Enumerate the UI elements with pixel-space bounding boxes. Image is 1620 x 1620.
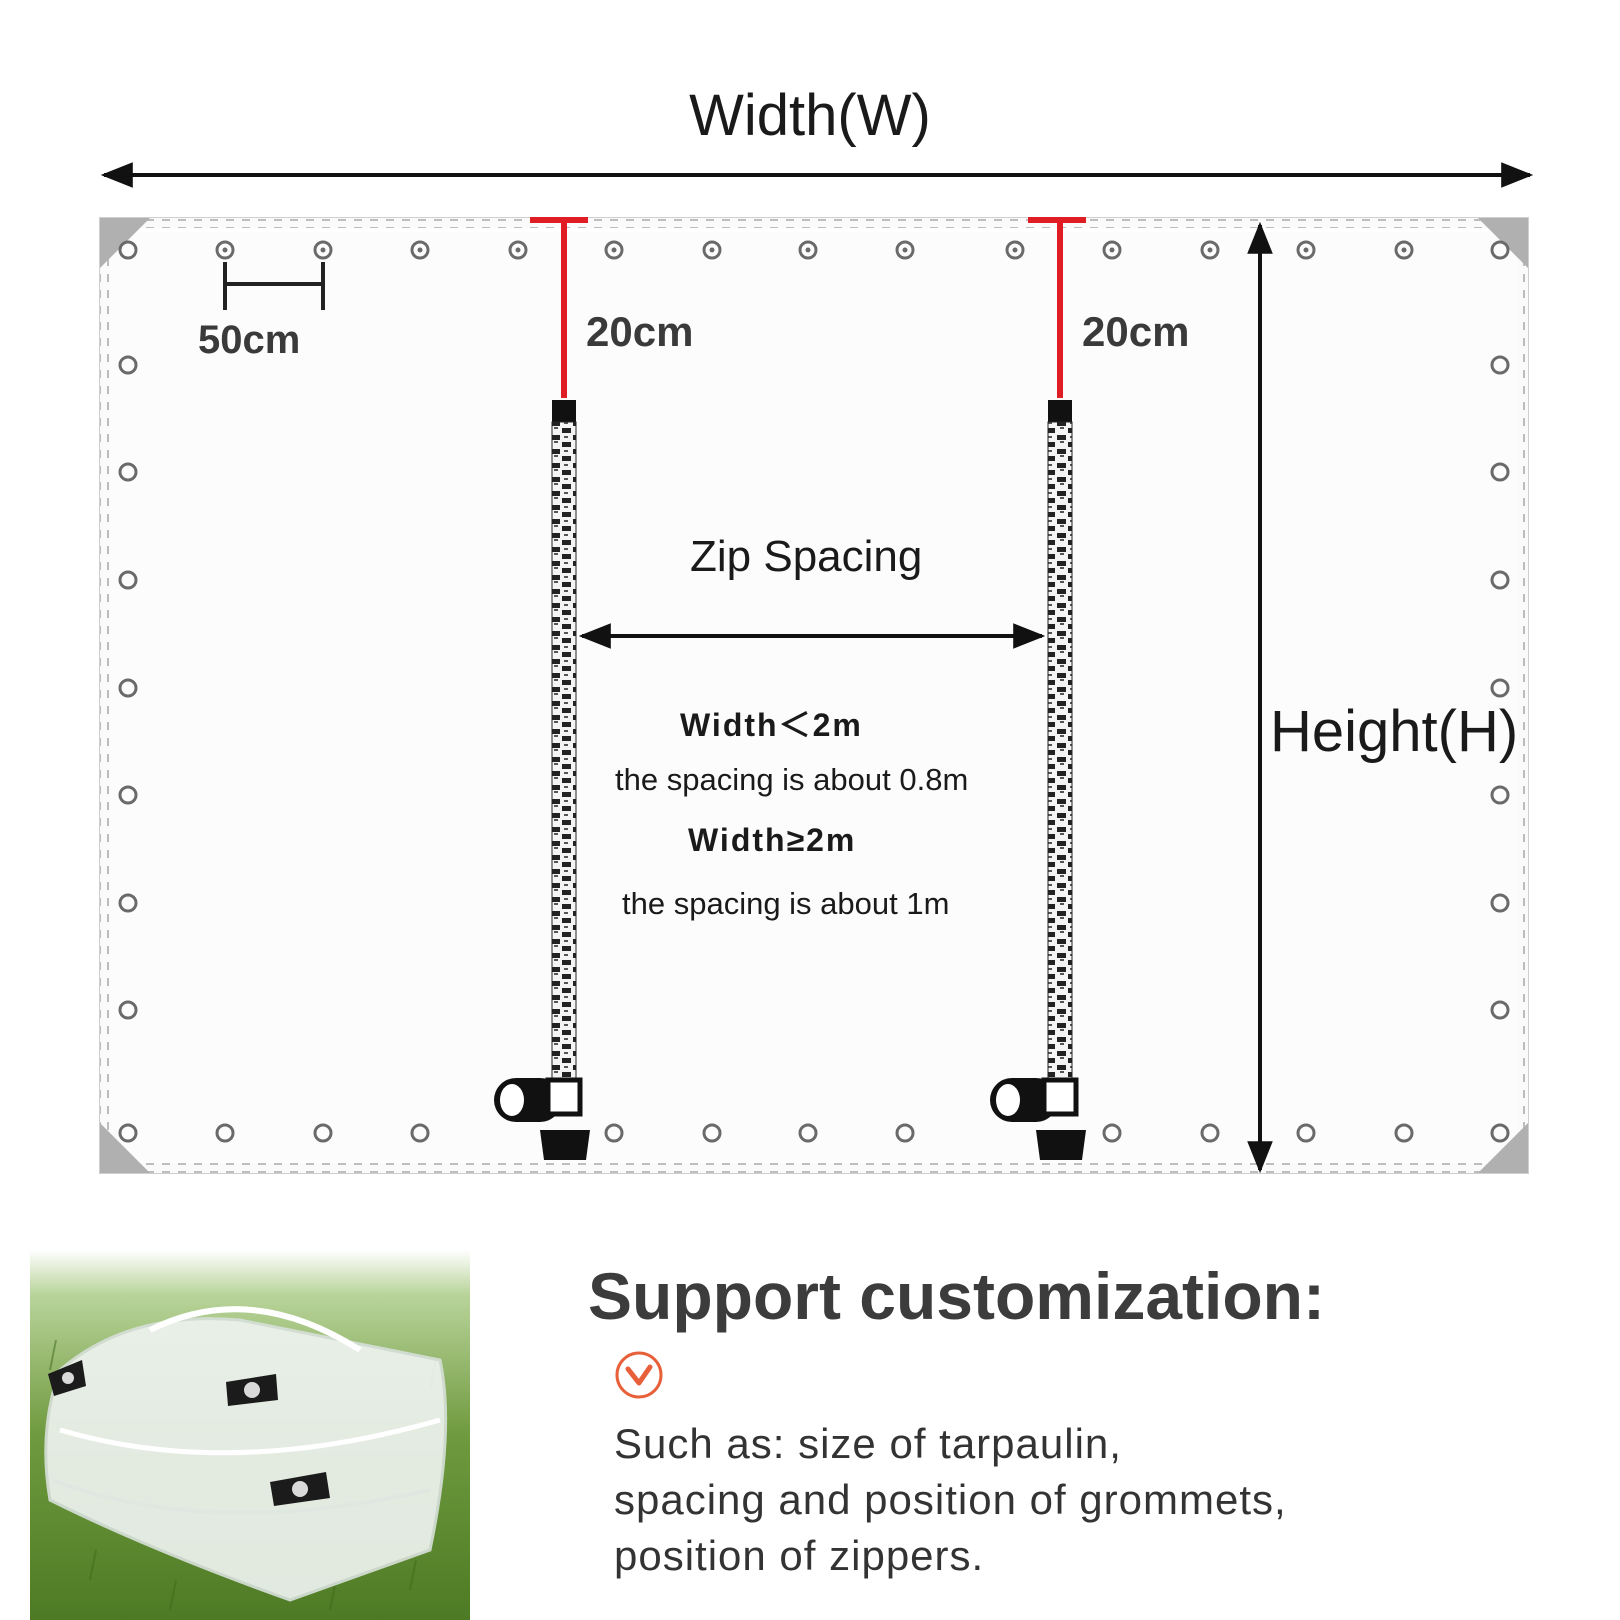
height-label: Height(H) [1270,699,1519,764]
zip-spacing-label: Zip Spacing [690,532,923,581]
tarpaulin-diagram [99,162,1534,1174]
customization-line: Such as: size of tarpaulin, [614,1420,1122,1467]
grommets [118,240,1510,1143]
support-customization-title: Support customization: [588,1259,1325,1333]
customization-line: spacing and position of grommets, [614,1476,1287,1523]
orange-check-circle-icon [615,1351,663,1399]
grommet-spacing-label: 50cm [198,318,301,362]
width-label: Width(W) [689,83,931,148]
rule-narrow: Width＜2m [680,707,863,743]
zip-offset-label-left: 20cm [586,308,694,355]
grommet-spacing-marker [223,262,325,310]
note-narrow: the spacing is about 0.8m [615,762,969,797]
customization-line: position of zippers. [614,1532,985,1579]
zipper-left [494,400,590,1160]
note-wide: the spacing is about 1m [622,886,950,921]
zipper-right [990,400,1086,1160]
rule-wide: Width≥2m [688,822,857,858]
zip-offset-label-right: 20cm [1082,308,1190,355]
zip-offset-markers [530,217,1086,398]
product-photo [30,1250,470,1620]
